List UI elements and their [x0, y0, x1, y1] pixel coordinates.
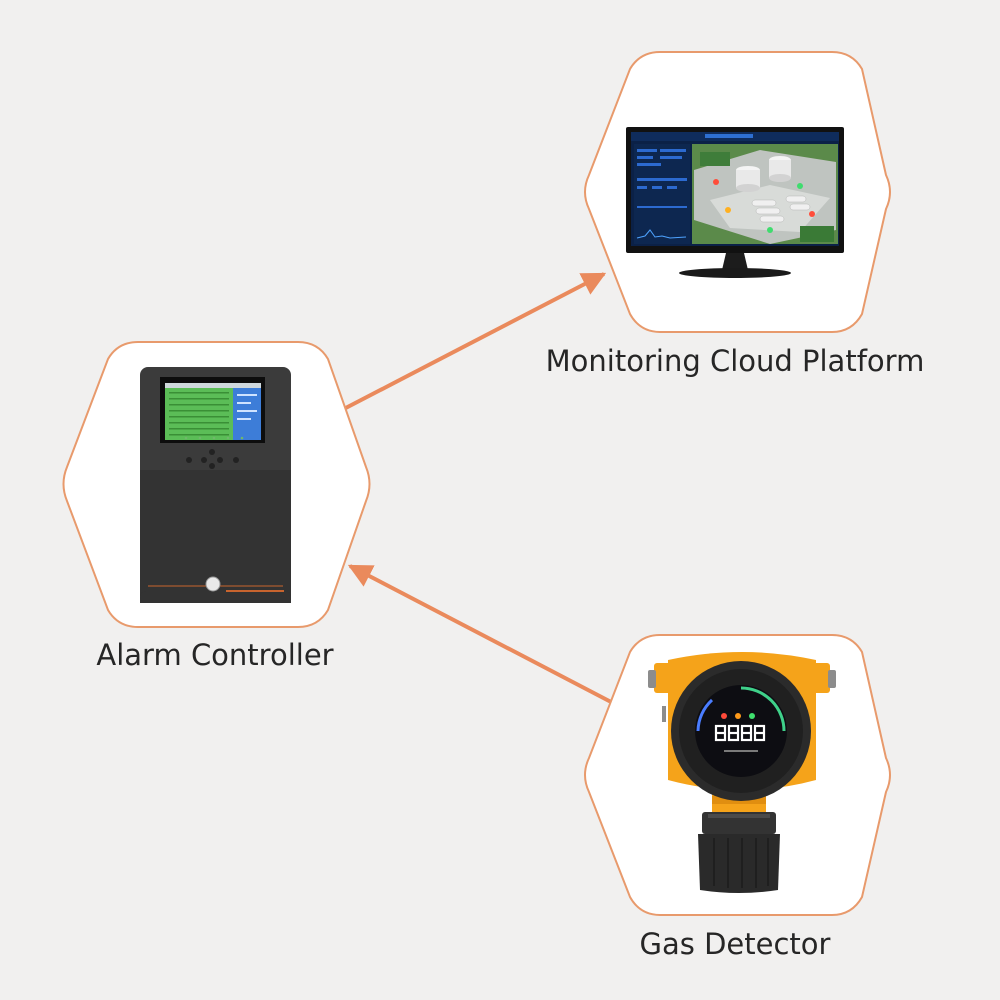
gas-detector-label: Gas Detector — [639, 927, 831, 961]
gas-detector-icon — [648, 652, 836, 893]
arrow-gas-to-alarm — [347, 564, 614, 705]
arrow-alarm-to-cloud — [337, 272, 607, 414]
monitor-icon — [626, 127, 844, 278]
alarm-controller-label: Alarm Controller — [96, 638, 334, 672]
monitoring-cloud-platform-label: Monitoring Cloud Platform — [545, 344, 925, 378]
alarm-controller-icon — [140, 367, 291, 603]
